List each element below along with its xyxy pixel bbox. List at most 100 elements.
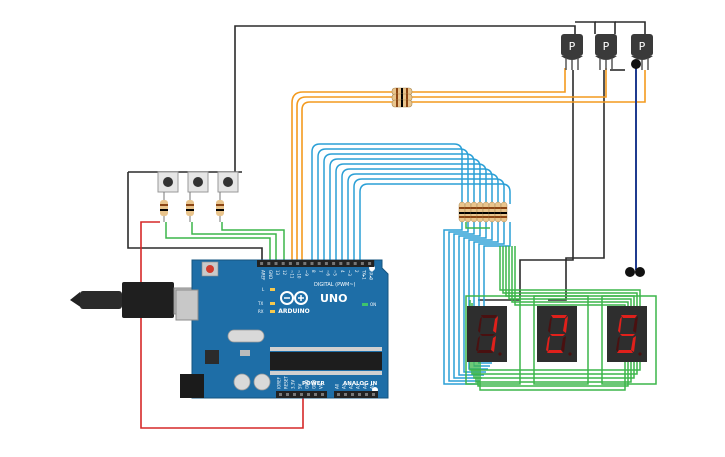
push-button[interactable]	[157, 171, 179, 193]
header-strip	[257, 260, 375, 267]
header-pin[interactable]	[337, 393, 340, 396]
transistor-label: P	[639, 40, 646, 53]
header-pin[interactable]	[351, 393, 354, 396]
segment-f	[618, 316, 622, 333]
header-pin[interactable]	[321, 393, 324, 396]
digital-label: DIGITAL (PWM~)	[314, 282, 356, 288]
header-pin[interactable]	[332, 262, 336, 265]
header-pin[interactable]	[288, 262, 292, 265]
segment-d	[547, 350, 563, 353]
header-pin[interactable]	[293, 393, 296, 396]
led-on	[362, 303, 368, 306]
segment-f	[478, 316, 482, 333]
header-pin[interactable]	[307, 393, 310, 396]
wire-junction	[625, 267, 645, 277]
led-l	[270, 288, 275, 291]
header-pin[interactable]	[303, 262, 307, 265]
led-rx-label: RX	[258, 309, 264, 314]
header-pin[interactable]	[346, 262, 350, 265]
resistor[interactable]	[470, 201, 478, 223]
resistor[interactable]	[391, 87, 413, 96]
resistor[interactable]	[500, 201, 508, 223]
segment-d	[477, 350, 493, 353]
transistor[interactable]: P	[631, 34, 653, 70]
regulator	[205, 350, 219, 364]
header-pin[interactable]	[324, 262, 328, 265]
transistor[interactable]: P	[595, 34, 617, 70]
model-label: UNO	[320, 292, 348, 305]
resistor[interactable]	[488, 201, 496, 223]
pin-label: GND	[305, 380, 310, 389]
pulldown-resistor[interactable]	[216, 192, 224, 222]
header-pin[interactable]	[368, 262, 372, 265]
seven-segment-display[interactable]	[537, 306, 577, 362]
led-l-label: L	[262, 287, 265, 292]
usb-port	[175, 289, 199, 321]
resistor[interactable]	[391, 99, 413, 108]
segment-a	[481, 315, 497, 318]
header-pin[interactable]	[344, 393, 347, 396]
pin-label: ~3	[347, 270, 352, 276]
header-pin[interactable]	[279, 393, 282, 396]
push-button[interactable]	[217, 171, 239, 193]
transistor-label: P	[569, 40, 576, 53]
pin-label: Vin	[319, 382, 324, 389]
pulldown-resistor[interactable]	[160, 192, 168, 222]
transistor-label: P	[603, 40, 610, 53]
header-pin[interactable]	[372, 393, 375, 396]
pin-label: ~11	[289, 270, 294, 279]
segment-a	[551, 315, 567, 318]
header-strip	[334, 391, 378, 398]
atmega-chip	[270, 352, 382, 370]
header-pin[interactable]	[296, 262, 300, 265]
arduino-board[interactable]: ARDUINO UNO DIGITAL (PWM~) POWER ANALOG …	[175, 259, 389, 399]
pin-label: GND	[312, 380, 317, 389]
resistor[interactable]	[476, 201, 484, 223]
resistor[interactable]	[494, 201, 502, 223]
header-pin[interactable]	[310, 262, 314, 265]
reset-button-cap[interactable]	[206, 265, 214, 273]
pin-label: 12	[282, 270, 287, 276]
brand-label: ARDUINO	[278, 308, 309, 315]
resistor[interactable]	[458, 201, 466, 223]
analog-label: ANALOG IN	[343, 381, 378, 387]
red-wire	[140, 221, 304, 429]
resistor[interactable]	[391, 93, 413, 102]
seven-segment-display[interactable]	[467, 306, 507, 362]
header-pin[interactable]	[274, 262, 278, 265]
pulldown-resistor[interactable]	[186, 192, 194, 222]
black-wires	[127, 21, 646, 301]
resistor[interactable]	[464, 201, 472, 223]
pin-label: ~6	[325, 270, 330, 276]
header-pin[interactable]	[353, 262, 357, 265]
segment-d	[617, 350, 633, 353]
segment-g	[550, 334, 565, 336]
header-pin[interactable]	[286, 393, 289, 396]
header-pin[interactable]	[358, 393, 361, 396]
header-pin[interactable]	[300, 393, 303, 396]
header-pin[interactable]	[314, 393, 317, 396]
push-button[interactable]	[187, 171, 209, 193]
orange-wires	[291, 68, 646, 262]
led-tx-label: TX	[257, 301, 263, 306]
header-pin[interactable]	[281, 262, 285, 265]
header-pin[interactable]	[260, 262, 264, 265]
power-jack	[180, 374, 204, 398]
pin-label: A3	[356, 383, 361, 389]
resistor[interactable]	[482, 201, 490, 223]
pin-label: IOREF	[277, 376, 282, 389]
transistor[interactable]: P	[561, 34, 583, 70]
arduino-logo	[280, 291, 308, 305]
header-pin[interactable]	[267, 262, 271, 265]
crystal	[227, 329, 265, 343]
seven-segment-display[interactable]	[607, 306, 647, 362]
header-pin[interactable]	[365, 393, 368, 396]
segment-g	[620, 334, 635, 336]
header-pin[interactable]	[360, 262, 364, 265]
header-pin[interactable]	[339, 262, 343, 265]
segment-dp	[638, 352, 642, 356]
header-pin[interactable]	[317, 262, 321, 265]
